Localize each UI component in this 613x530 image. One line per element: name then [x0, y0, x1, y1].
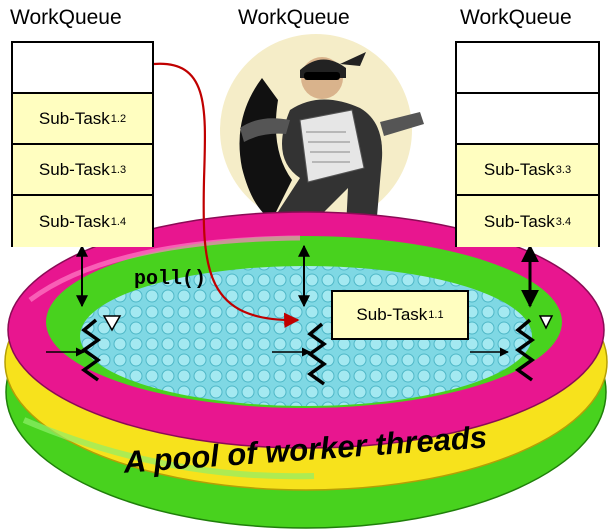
queue3-title: WorkQueue — [460, 6, 572, 29]
queue-slot-empty — [457, 43, 598, 94]
inflatable-pool — [4, 211, 608, 529]
steal-arrow — [153, 62, 300, 328]
queue1-title: WorkQueue — [10, 6, 122, 29]
queue-slot-empty — [457, 94, 598, 145]
queue-slot-empty — [13, 43, 152, 94]
poll-label: poll() — [134, 268, 207, 291]
queue2-title: WorkQueue — [238, 6, 350, 29]
thief-figure-icon — [220, 34, 424, 228]
